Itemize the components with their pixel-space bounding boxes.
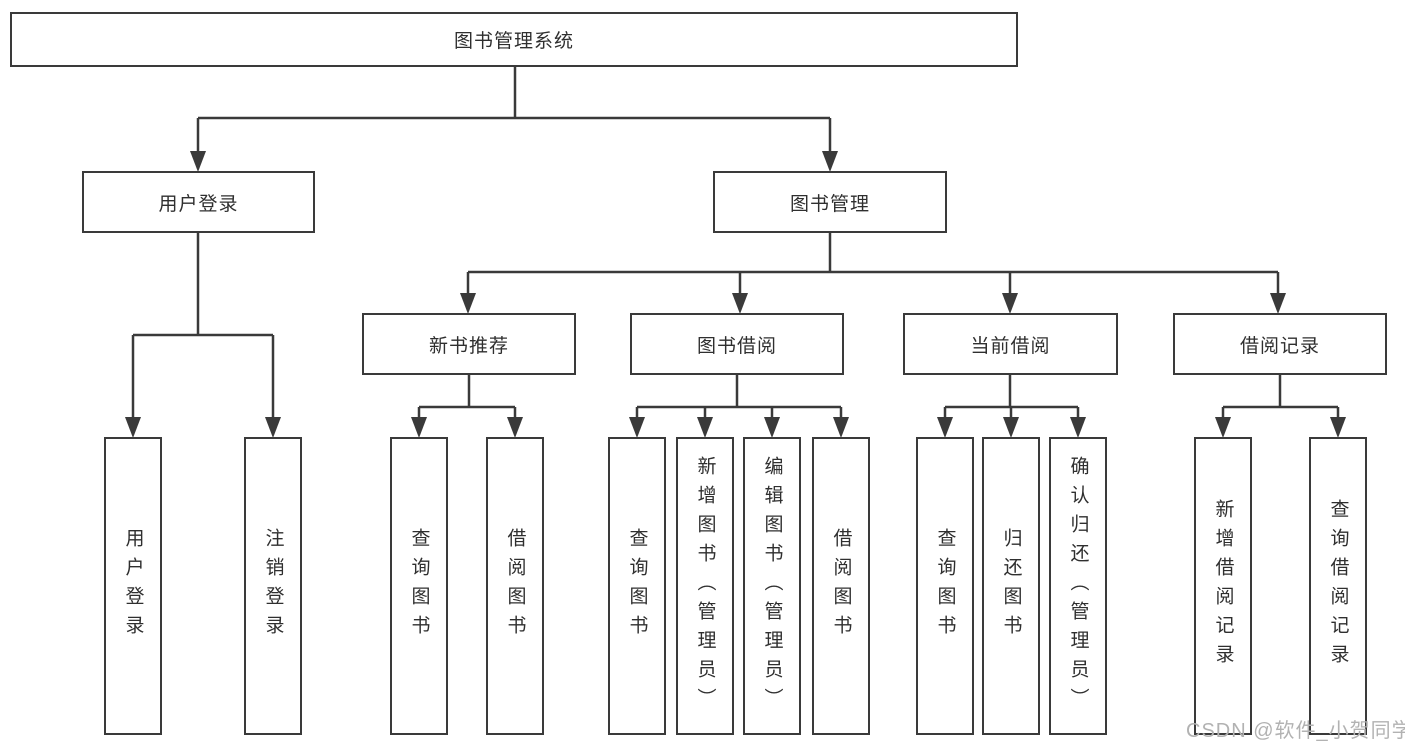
- node-book-borrow: 图书借阅: [630, 313, 844, 375]
- leaf-recommend-query-books: 查询图书: [390, 437, 448, 735]
- leaf-borrow-query-books: 查询图书: [608, 437, 666, 735]
- leaf-return-book: 归还图书: [982, 437, 1040, 735]
- node-borrow-records: 借阅记录: [1173, 313, 1387, 375]
- leaf-add-borrow-record: 新增借阅记录: [1194, 437, 1252, 735]
- leaf-current-query-books: 查询图书: [916, 437, 974, 735]
- leaf-logout: 注销登录: [244, 437, 302, 735]
- leaf-user-login: 用户登录: [104, 437, 162, 735]
- node-user-login: 用户登录: [82, 171, 315, 233]
- node-library-system: 图书管理系统: [10, 12, 1018, 67]
- leaf-edit-book-admin: 编辑图书（管理员）: [743, 437, 801, 735]
- csdn-watermark: CSDN @软件_小贺同学: [1186, 720, 1405, 742]
- leaf-recommend-borrow-books: 借阅图书: [486, 437, 544, 735]
- leaf-confirm-return-admin: 确认归还（管理员）: [1049, 437, 1107, 735]
- node-book-management: 图书管理: [713, 171, 947, 233]
- leaf-borrow-book: 借阅图书: [812, 437, 870, 735]
- node-new-book-recommend: 新书推荐: [362, 313, 576, 375]
- leaf-add-book-admin: 新增图书（管理员）: [676, 437, 734, 735]
- leaf-query-borrow-record: 查询借阅记录: [1309, 437, 1367, 735]
- node-current-borrow: 当前借阅: [903, 313, 1118, 375]
